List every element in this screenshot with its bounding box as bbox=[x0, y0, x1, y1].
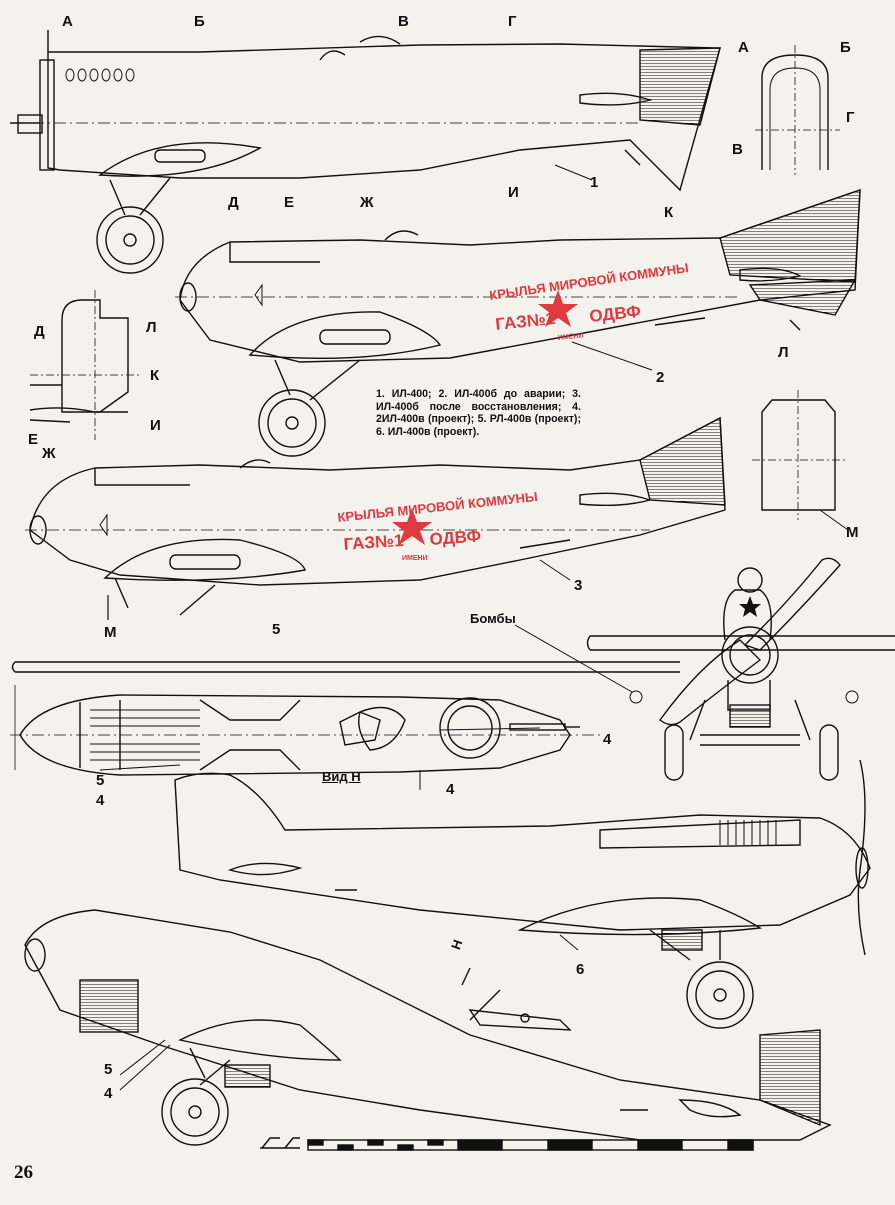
section-v-label: В bbox=[732, 141, 743, 158]
section-letter-a: А bbox=[62, 13, 73, 30]
drawing-2il400v-side bbox=[24, 909, 832, 1146]
section-b-label: Б bbox=[840, 39, 851, 56]
callout-2: 2 bbox=[656, 369, 665, 386]
drawing-top-view bbox=[10, 661, 680, 790]
slogan-line2-right: ОДВФ bbox=[429, 526, 482, 549]
callout-5-mid: 5 bbox=[96, 772, 105, 789]
callout-4-mid: 4 bbox=[96, 792, 105, 809]
section-zh-label: Ж bbox=[42, 445, 56, 462]
callout-5-bottom: 5 bbox=[104, 1061, 113, 1078]
slogan-line2-left: ГАЗ№1 bbox=[343, 531, 404, 554]
section-k-label: К bbox=[150, 367, 160, 384]
drawing-il400v-side bbox=[174, 759, 871, 1029]
section-dezhikl bbox=[29, 290, 140, 440]
section-letter-g: Г bbox=[508, 13, 517, 30]
section-letter-k: К bbox=[664, 204, 674, 221]
callout-4-bottom: 4 bbox=[104, 1085, 113, 1102]
page-number: 26 bbox=[14, 1162, 33, 1183]
section-l-label: Л bbox=[146, 319, 157, 336]
drawing-il400b-restored bbox=[25, 416, 726, 620]
slogan-line1: КРЫЛЬЯ МИРОВОЙ КОММУНЫ bbox=[337, 489, 539, 525]
bombs-label: Бомбы bbox=[470, 611, 516, 626]
section-g-label: Г bbox=[846, 109, 855, 126]
slogan-line2-small: ИМЕНИ bbox=[557, 332, 583, 342]
section-letter-b: Б bbox=[194, 13, 205, 30]
section-i-label: И bbox=[150, 417, 161, 434]
red-star-icon bbox=[538, 290, 578, 327]
section-letter-zh: Ж bbox=[360, 194, 374, 211]
section-e-label: Е bbox=[28, 431, 39, 448]
slogan-line2-right: ОДВФ bbox=[588, 302, 641, 326]
section-abvg bbox=[755, 45, 840, 175]
drawing-il400-side bbox=[10, 30, 721, 274]
callout-4-right: 4 bbox=[446, 781, 455, 798]
red-star-icon bbox=[392, 508, 432, 545]
section-letter-l: Л bbox=[778, 344, 789, 361]
slogan-line2-small: ИМЕНИ bbox=[402, 555, 428, 562]
view-n-label: Вид Н bbox=[322, 769, 361, 784]
drawing-il400b-side bbox=[175, 189, 861, 457]
section-letter-v: В bbox=[398, 13, 409, 30]
callout-6: 6 bbox=[576, 961, 585, 978]
callout-1: 1 bbox=[590, 174, 599, 191]
front-star-icon bbox=[739, 596, 761, 617]
section-letter-e: Е bbox=[284, 194, 295, 211]
section-m-label: М bbox=[846, 524, 859, 541]
section-letter-m: М bbox=[104, 624, 117, 641]
callout-4-top: 4 bbox=[603, 731, 612, 748]
slogan-il400b: КРЫЛЬЯ МИРОВОЙ КОММУНЫ ГАЗ№1 ИМЕНИ ОДВФ bbox=[488, 260, 689, 342]
callout-5-top: 5 bbox=[272, 621, 281, 638]
caption: 1. ИЛ-400; 2. ИЛ-400б до аварии; 3. ИЛ-4… bbox=[376, 388, 581, 438]
slogan-line1: КРЫЛЬЯ МИРОВОЙ КОММУНЫ bbox=[488, 260, 689, 303]
slogan-line2-left: ГАЗ№1 bbox=[494, 309, 556, 334]
slogan-il400b-restored: КРЫЛЬЯ МИРОВОЙ КОММУНЫ ГАЗ№1 ИМЕНИ ОДВФ bbox=[337, 489, 539, 562]
scale-bar bbox=[260, 1137, 754, 1151]
section-m bbox=[752, 390, 849, 531]
section-a-label: А bbox=[738, 39, 749, 56]
section-letter-d: Д bbox=[228, 194, 239, 211]
section-letter-i: И bbox=[508, 184, 519, 201]
section-d-label: Д bbox=[34, 323, 45, 340]
callout-3: 3 bbox=[574, 577, 583, 594]
drawing-front-view bbox=[514, 557, 895, 781]
